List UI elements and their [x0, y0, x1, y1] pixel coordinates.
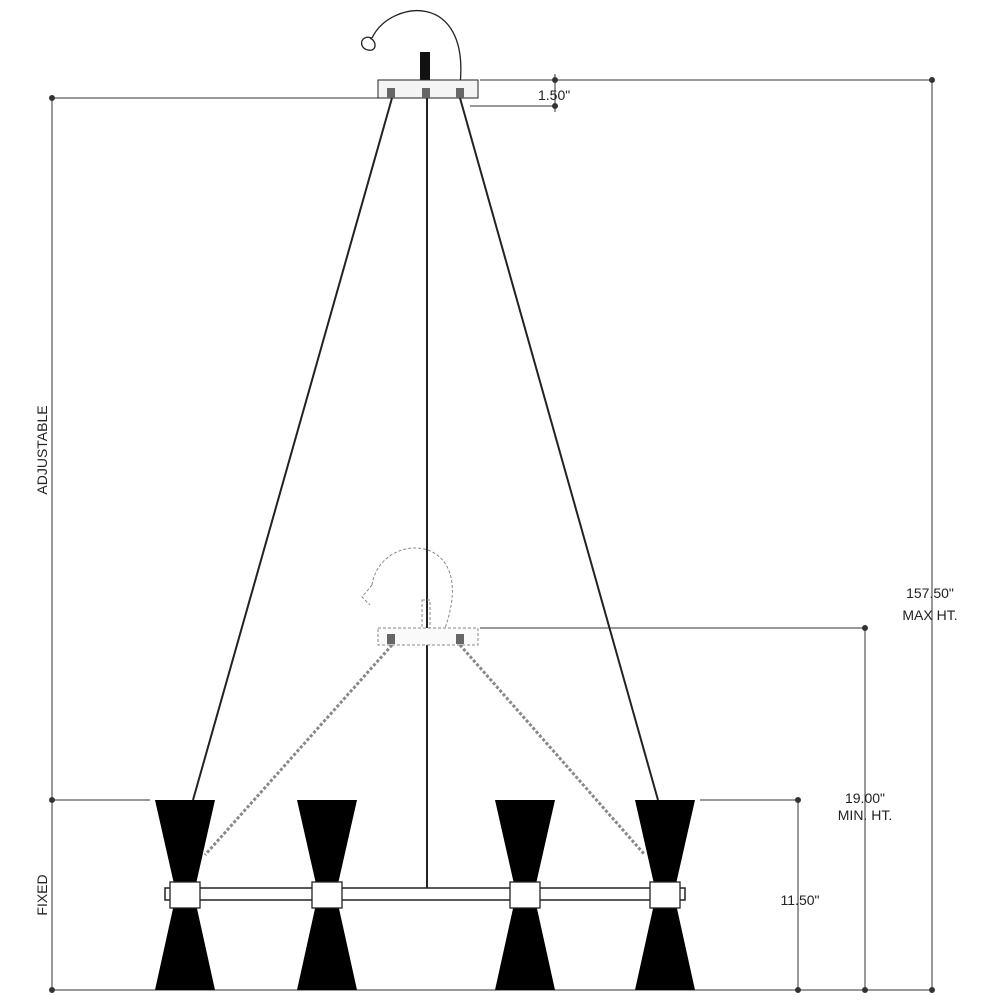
light-shade-1	[155, 800, 215, 990]
light-shade-2	[297, 800, 357, 990]
canopy-min-fittings	[387, 634, 464, 644]
dimension-lines	[49, 74, 935, 993]
arm-bar	[164, 887, 686, 901]
min-height-label: MIN. HT.	[838, 807, 892, 823]
canopy-min	[203, 547, 647, 856]
fixed-label: FIXED	[34, 874, 50, 915]
max-height-value: 157.50"	[906, 585, 954, 601]
canopy-height-label: 1.50"	[538, 87, 570, 103]
light-shade-3	[495, 800, 555, 990]
hook-icon	[361, 10, 462, 86]
max-height-label: MAX HT.	[902, 607, 957, 623]
canopy-max	[377, 52, 479, 99]
light-shade-4	[635, 800, 695, 990]
adjustable-label: ADJUSTABLE	[34, 405, 50, 494]
min-height-value: 19.00"	[845, 790, 885, 806]
suspension-rods	[192, 97, 659, 893]
fixed-height-value: 11.50"	[781, 892, 820, 908]
